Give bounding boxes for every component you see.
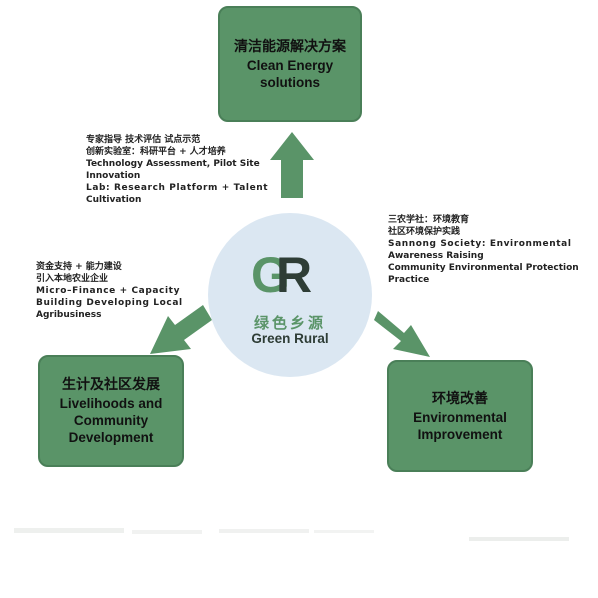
livelihoods-title-zh: 生计及社区发展 <box>62 377 160 393</box>
logo-letter-r: R <box>276 247 313 303</box>
logo-name-chinese: 绿色乡源 <box>253 314 326 332</box>
left-note: 资金支持 + 能力建设 引入本地农业企业 Micro–Finance + Cap… <box>36 261 183 321</box>
livelihoods-title-en-1: Livelihoods and <box>59 396 163 411</box>
right-note: 三农学社：环境教育 社区环境保护实践 Sannong Society: Envi… <box>388 214 579 286</box>
livelihoods-title-en-2: Community <box>73 413 149 428</box>
right-note-line: Sannong Society: Environmental <box>388 239 572 249</box>
right-note-line: 社区环境保护实践 <box>388 227 461 237</box>
top-note: 专家指导 技术评估 试点示范 创新实验室：科研平台 + 人才培养 Technol… <box>86 134 268 206</box>
arrow-down-right <box>374 311 430 357</box>
top-note-line: 专家指导 技术评估 试点示范 <box>86 135 201 145</box>
faint-background-strip <box>14 528 569 541</box>
environmental-title-en-1: Environmental <box>413 409 507 425</box>
clean-energy-box: 清洁能源解决方案 Clean Energy solutions <box>218 6 362 122</box>
livelihoods-box: 生计及社区发展 Livelihoods and Community Develo… <box>38 355 184 467</box>
center-circle <box>208 213 372 377</box>
top-note-line: Innovation <box>86 171 141 181</box>
arrow-up <box>270 132 314 198</box>
right-note-line: Community Environmental Protection <box>388 263 579 273</box>
left-note-line: Micro–Finance + Capacity <box>36 286 181 296</box>
right-note-line: Awareness Raising <box>388 251 484 261</box>
clean-energy-title-en-2: solutions <box>260 74 320 90</box>
left-note-line: Building Developing Local <box>36 298 183 308</box>
livelihoods-title-en-3: Development <box>68 430 154 445</box>
right-note-line: 三农学社：环境教育 <box>388 215 470 225</box>
top-note-line: Lab: Research Platform + Talent <box>86 183 269 193</box>
environmental-title-zh: 环境改善 <box>432 390 488 407</box>
arrow-down-left <box>150 305 212 354</box>
top-note-line: 创新实验室：科研平台 + 人才培养 <box>86 147 226 157</box>
left-note-line: Agribusiness <box>36 310 102 320</box>
right-note-line: Practice <box>388 275 430 285</box>
logo-letter-g: G <box>251 247 290 303</box>
left-note-line: 引入本地农业企业 <box>36 274 109 284</box>
environmental-title-en-2: Improvement <box>417 426 503 442</box>
top-note-line: Cultivation <box>86 195 142 205</box>
top-note-line: Technology Assessment, Pilot Site <box>86 159 260 169</box>
clean-energy-title-en-1: Clean Energy <box>246 57 334 73</box>
clean-energy-title-zh: 清洁能源解决方案 <box>234 38 346 55</box>
left-note-line: 资金支持 + 能力建设 <box>36 262 122 272</box>
logo-name-english: Green Rural <box>251 331 329 346</box>
environmental-box: 环境改善 Environmental Improvement <box>387 360 533 472</box>
